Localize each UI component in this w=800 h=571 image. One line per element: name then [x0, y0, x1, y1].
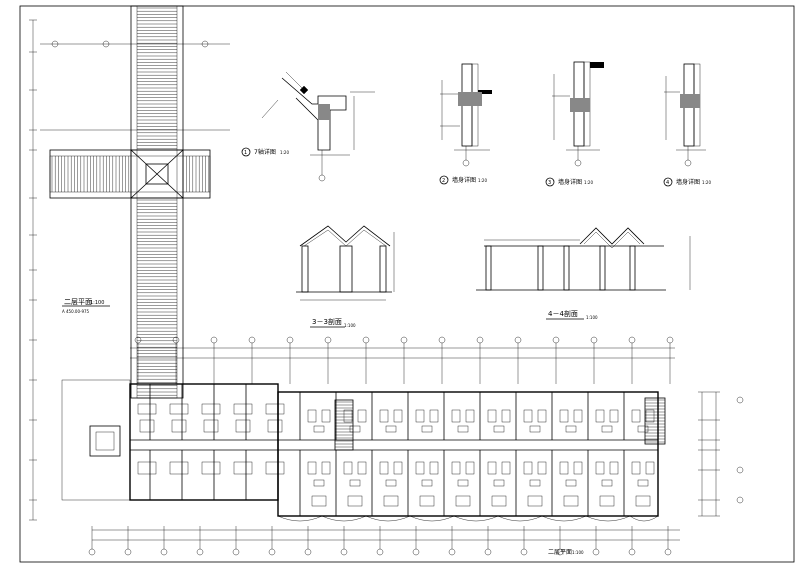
- section-3-3: 3－3剖面 1:100: [296, 225, 395, 328]
- sheet-frame: [19, 5, 795, 563]
- detail-3: 3 墙身详图 1:20: [545, 61, 604, 187]
- svg-text:1: 1: [244, 150, 247, 156]
- svg-text:2: 2: [442, 178, 445, 184]
- detail-4-title: 墙身详图: [676, 178, 700, 186]
- detail-4-scale: 1:20: [702, 180, 711, 185]
- section-33-title: 3－3剖面: [312, 317, 342, 326]
- vertical-corridor: [130, 5, 184, 399]
- plan-title: 二层平面: [64, 298, 92, 306]
- horizontal-corridor: [49, 149, 211, 199]
- plan-right-dimensions: [698, 391, 744, 517]
- plan-bottom-dimensions: 二层平面 1:100: [88, 526, 680, 556]
- detail-2-scale: 1:20: [478, 178, 487, 183]
- plan-note: A 450.00-975: [62, 309, 90, 314]
- hcorridor-slats: [51, 156, 210, 192]
- detail-3-title: 墙身详图: [558, 178, 582, 186]
- detail-4: 4 墙身详图 1:20: [663, 63, 711, 187]
- left-dimension-chain: [29, 19, 37, 521]
- detail-1: 1 7轴详图 1:20: [241, 71, 375, 182]
- section-44-scale: 1:100: [586, 315, 598, 320]
- main-building-plan: [61, 379, 666, 522]
- section-4-4: 4－4剖面 1:100: [476, 227, 691, 320]
- section-33-scale: 1:100: [344, 323, 356, 328]
- section-44-title: 4－4剖面: [548, 309, 578, 318]
- plan-scale: 1:100: [90, 300, 104, 306]
- detail-1-scale: 1:20: [280, 150, 289, 155]
- corridor-slats: [137, 7, 177, 396]
- svg-text:3: 3: [548, 180, 551, 186]
- svg-text:4: 4: [666, 180, 669, 186]
- bottom-plan-scale: 1:100: [572, 550, 584, 555]
- plan-top-dimensions: [130, 336, 675, 384]
- bottom-plan-label: 二层平面: [548, 549, 572, 556]
- detail-1-title: 7轴详图: [254, 148, 276, 156]
- detail-3-scale: 1:20: [584, 180, 593, 185]
- plan-label: 二层平面 1:100 A 450.00-975: [62, 298, 110, 314]
- detail-2: 2 墙身详图 1:20: [439, 63, 492, 185]
- detail-2-title: 墙身详图: [452, 176, 476, 184]
- top-dimension-row: [40, 40, 230, 131]
